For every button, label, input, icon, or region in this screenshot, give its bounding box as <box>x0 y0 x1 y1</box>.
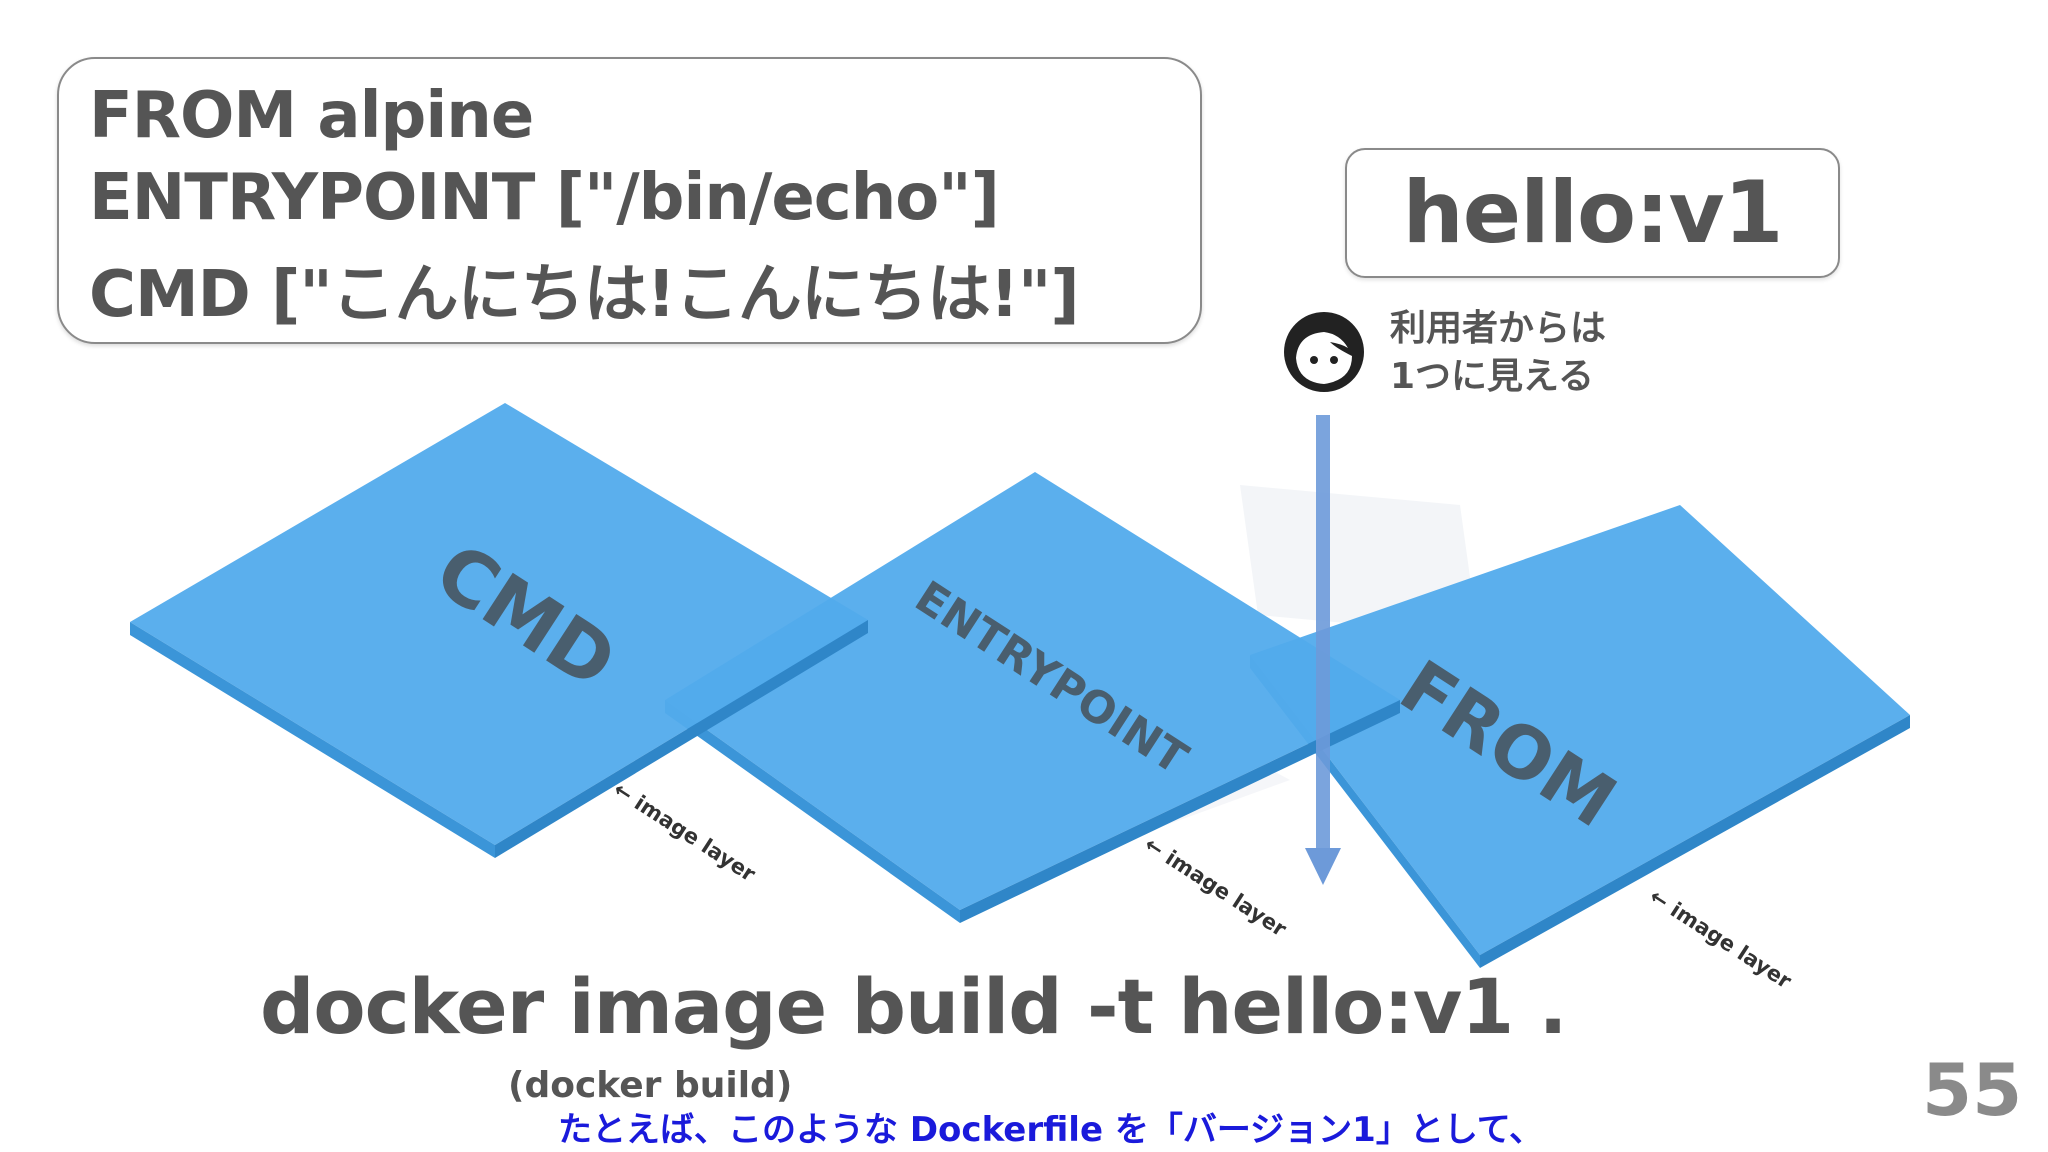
down-arrow-icon <box>1305 415 1341 885</box>
build-command-alias: (docker build) <box>508 1065 793 1106</box>
layer-entrypoint-tag: ← image layer <box>1140 832 1291 942</box>
dockerfile-line-from: FROM alpine <box>89 79 534 153</box>
user-note-line1: 利用者からは <box>1390 308 1607 349</box>
image-tag: hello:v1 <box>1402 163 1784 263</box>
face-icon <box>1284 312 1364 392</box>
subtitle-caption: たとえば、このような Dockerfile を「バージョン1」として、 <box>558 1110 1544 1150</box>
build-command: docker image build -t hello:v1 . <box>260 962 1567 1051</box>
user-note: 利用者からは 1つに見える <box>1390 305 1606 401</box>
dockerfile-box: FROM alpine ENTRYPOINT ["/bin/echo"] CMD… <box>57 57 1202 344</box>
page-number: 55 <box>1922 1048 2023 1132</box>
image-tag-box: hello:v1 <box>1345 148 1840 278</box>
layer-cmd-tag: ← image layer <box>609 777 760 887</box>
dockerfile-line-entrypoint: ENTRYPOINT ["/bin/echo"] <box>89 161 1000 235</box>
layer-entrypoint: ENTRYPOINT <box>665 472 1400 923</box>
user-note-line2: 1つに見える <box>1390 356 1594 397</box>
layer-from-tag: ← image layer <box>1645 884 1796 994</box>
dockerfile-line-cmd: CMD ["こんにちは!こんにちは!"] <box>89 258 1080 332</box>
layer-cmd: CMD <box>130 403 868 858</box>
